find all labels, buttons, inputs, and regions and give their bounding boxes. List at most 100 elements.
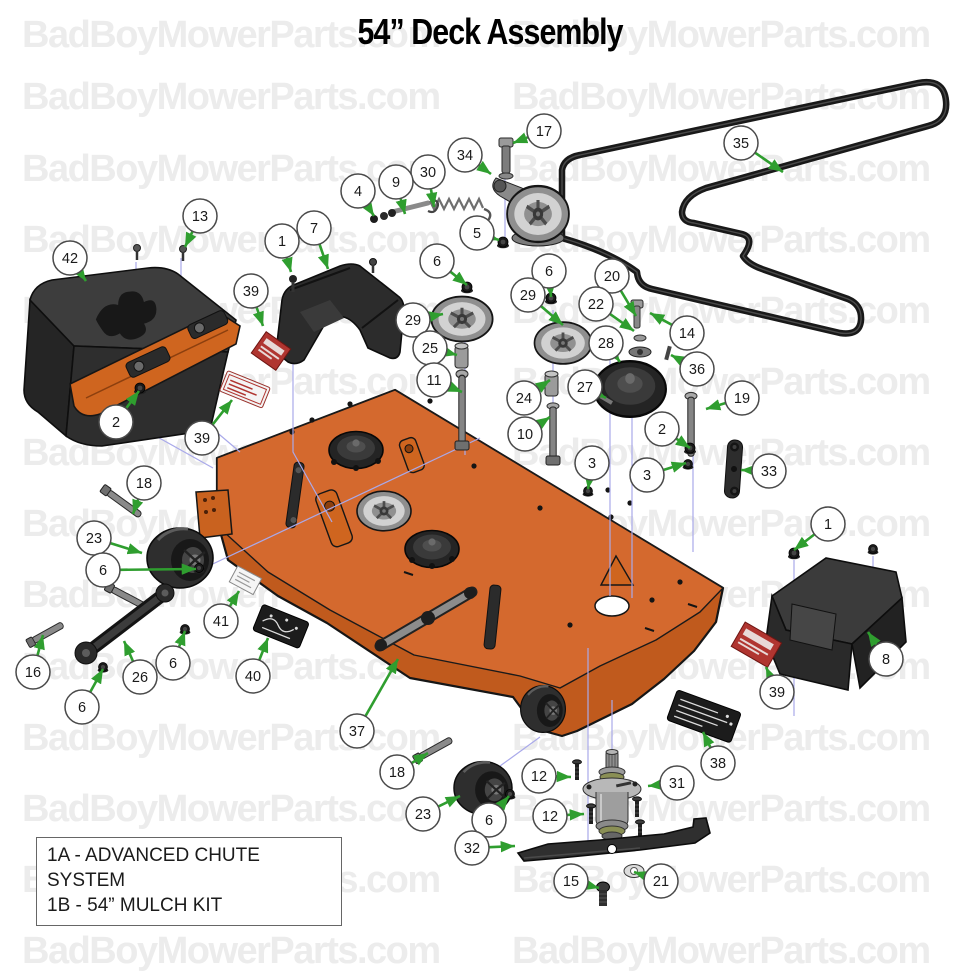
- belt-routing-decal: [252, 604, 309, 649]
- callout-bubble: [521, 758, 557, 794]
- callout-number: 39: [243, 284, 259, 300]
- callout-number: 21: [653, 874, 669, 890]
- callout-33: 33: [740, 453, 787, 489]
- callout-number: 36: [689, 362, 705, 378]
- callout-bubble: [447, 137, 483, 173]
- callout-number: 14: [679, 326, 695, 342]
- callout-number: 18: [389, 765, 405, 781]
- callout-number: 2: [112, 415, 120, 431]
- callout-bubble: [264, 223, 300, 259]
- callout-bubble: [85, 552, 121, 588]
- callout-bubble: [643, 863, 679, 899]
- callout-number: 32: [464, 841, 480, 857]
- callout-number: 6: [169, 656, 177, 672]
- legend-item-1a: 1A - ADVANCED CHUTE SYSTEM: [47, 845, 260, 892]
- front-baffle: [275, 258, 405, 365]
- callout-25: 25: [412, 330, 458, 366]
- callout-13: 13: [182, 198, 218, 248]
- callout-12: 12: [532, 798, 585, 834]
- watermark-text: BadBoyMowerParts.com: [512, 788, 931, 830]
- callout-bubble: [454, 830, 490, 866]
- callout-number: 39: [194, 431, 210, 447]
- callout-number: 30: [420, 165, 436, 181]
- warning-decal: [219, 370, 271, 409]
- callout-number: 12: [531, 769, 547, 785]
- callout-39: 39: [759, 666, 795, 710]
- watermark-text: BadBoyMowerParts.com: [22, 930, 441, 972]
- callout-number: 2: [658, 422, 666, 438]
- callout-number: 15: [563, 874, 579, 890]
- callout-number: 5: [473, 226, 481, 242]
- callout-21: 21: [633, 863, 679, 899]
- callout-bubble: [155, 645, 191, 681]
- callout-3: 3: [629, 457, 687, 493]
- badboy-logo: [95, 291, 157, 340]
- callout-number: 6: [78, 700, 86, 716]
- callout-number: 4: [354, 184, 362, 200]
- callout-number: 3: [588, 456, 596, 472]
- callout-bubble: [184, 420, 220, 456]
- callout-bubble: [723, 125, 759, 161]
- callout-17: 17: [512, 113, 562, 149]
- callout-number: 39: [769, 685, 785, 701]
- callout-6: 6: [419, 243, 468, 287]
- watermark-text: BadBoyMowerParts.com: [22, 219, 441, 261]
- callout-bubble: [700, 745, 736, 781]
- callout-bubble: [810, 506, 846, 542]
- callout-bubble: [526, 113, 562, 149]
- callout-bubble: [233, 273, 269, 309]
- callout-bubble: [122, 659, 158, 695]
- callout-bubble: [759, 674, 795, 710]
- callout-28: 28: [588, 325, 624, 363]
- callout-bubble: [507, 416, 543, 452]
- callout-bubble: [416, 362, 452, 398]
- callout-number: 37: [349, 724, 365, 740]
- callout-number: 20: [604, 269, 620, 285]
- page-title: 54” Deck Assembly: [0, 11, 980, 52]
- callout-number: 13: [192, 209, 208, 225]
- callout-bubble: [532, 798, 568, 834]
- callout-number: 24: [516, 391, 532, 407]
- callout-39: 39: [184, 399, 234, 456]
- callout-42: 42: [52, 240, 88, 282]
- callout-bubble: [567, 369, 603, 405]
- callout-bubble: [419, 243, 455, 279]
- deck: [195, 388, 725, 738]
- callout-39: 39: [233, 273, 269, 327]
- callout-bubble: [751, 453, 787, 489]
- callout-bubble: [588, 325, 624, 361]
- callout-6: 6: [471, 795, 510, 838]
- callout-18: 18: [379, 751, 429, 790]
- callout-29: 29: [395, 302, 444, 338]
- callout-number: 33: [761, 464, 777, 480]
- callout-number: 42: [62, 251, 78, 267]
- callout-number: 23: [86, 531, 102, 547]
- hanger-ear: [315, 489, 353, 548]
- shaft-strap: [483, 584, 502, 650]
- callout-number: 19: [734, 391, 750, 407]
- callout-number: 17: [536, 124, 552, 140]
- callout-2: 2: [644, 411, 691, 450]
- discharge-hole: [594, 595, 630, 617]
- callout-26: 26: [122, 640, 158, 695]
- callout-bubble: [98, 404, 134, 440]
- callout-31: 31: [647, 765, 695, 801]
- callout-number: 6: [99, 563, 107, 579]
- callout-bubble: [410, 154, 446, 190]
- callout-number: 10: [517, 427, 533, 443]
- callout-number: 6: [545, 264, 553, 280]
- decals: [219, 331, 783, 743]
- callout-number: 6: [433, 254, 441, 270]
- callout-number: 40: [245, 669, 261, 685]
- callout-bubble: [669, 315, 705, 351]
- callout-number: 25: [422, 341, 438, 357]
- callout-22: 22: [578, 286, 635, 333]
- watermark-text: BadBoyMowerParts.com: [22, 788, 441, 830]
- watermark-text: BadBoyMowerParts.com: [512, 14, 931, 56]
- callout-38: 38: [700, 731, 736, 781]
- callout-bubble: [235, 658, 271, 694]
- legend-box: 1A - ADVANCED CHUTE SYSTEM 1B - 54” MULC…: [36, 837, 342, 927]
- callout-bubble: [629, 457, 665, 493]
- callout-10: 10: [507, 415, 551, 452]
